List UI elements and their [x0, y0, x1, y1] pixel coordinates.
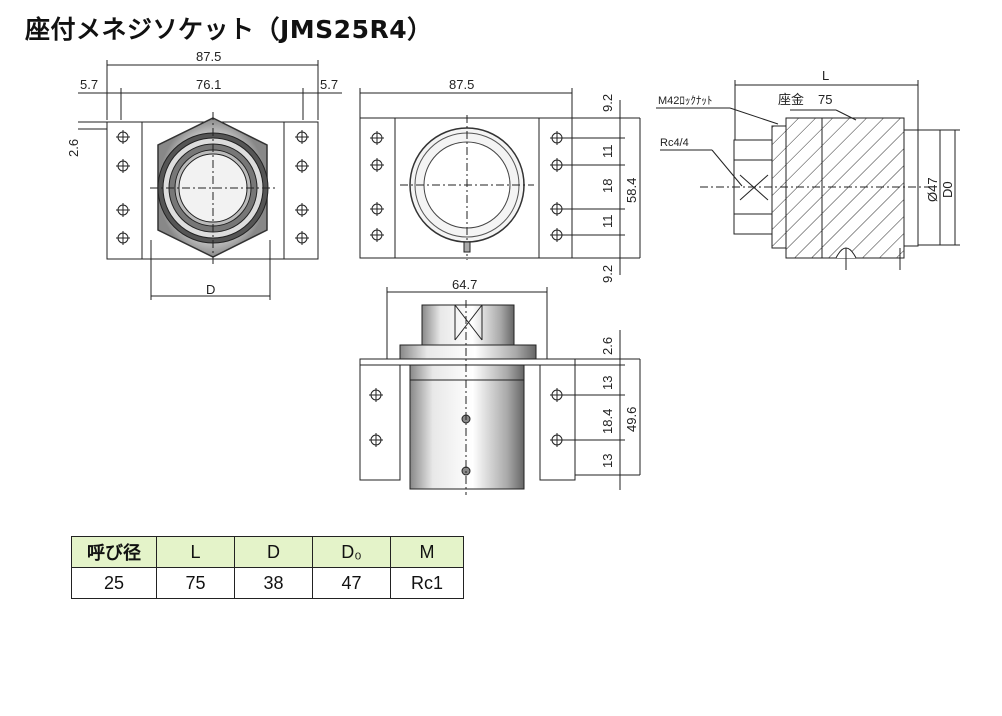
header-d0: D₀	[312, 536, 391, 568]
front-bolt-holes	[116, 130, 309, 245]
dim-bottom-v3: 13	[600, 454, 615, 468]
cell-d: 38	[234, 567, 313, 599]
header-nominal-size: 呼び径	[71, 536, 157, 568]
dim-rear-width: 87.5	[449, 77, 474, 92]
dim-bottom-v1: 13	[600, 376, 615, 390]
dim-bottom-width: 64.7	[452, 277, 477, 292]
spec-table-header: 呼び径 L D D₀ M	[71, 536, 464, 568]
label-thread: Rc4/4	[660, 137, 689, 149]
header-l: L	[156, 536, 235, 568]
dim-side-d0: D0	[940, 181, 955, 198]
dim-bottom-plate: 2.6	[600, 337, 615, 355]
bottom-view	[359, 287, 641, 495]
dim-front-center: 76.1	[196, 77, 221, 92]
dim-front-thickness: 2.6	[66, 139, 81, 157]
dim-side-length: L	[822, 68, 829, 83]
dim-front-width: 87.5	[196, 49, 221, 64]
header-d: D	[234, 536, 313, 568]
dim-rear-top: 9.2	[600, 94, 615, 112]
dim-rear-v1: 11	[600, 145, 615, 159]
rear-view	[359, 88, 641, 275]
cell-nominal-size: 25	[71, 567, 157, 599]
dim-side-base: 75	[818, 92, 832, 107]
front-view	[78, 60, 342, 300]
label-base-washer: 座金	[778, 92, 804, 107]
dim-front-left-offset: 5.7	[80, 77, 98, 92]
label-lock-nut: M42ﾛｯｸﾅｯﾄ	[658, 94, 712, 107]
dim-rear-v3: 11	[600, 215, 615, 229]
cell-l: 75	[156, 567, 235, 599]
dim-rear-v2: 18	[600, 179, 615, 193]
header-m: M	[390, 536, 464, 568]
side-section-view	[656, 80, 960, 270]
dim-front-right-offset: 5.7	[320, 77, 338, 92]
dim-bottom-total: 49.6	[624, 407, 639, 432]
table-row: 25 75 38 47 Rc1	[71, 567, 464, 599]
dim-rear-total: 58.4	[624, 178, 639, 203]
dim-rear-bottom: 9.2	[600, 265, 615, 283]
dim-front-d: D	[206, 282, 215, 297]
dim-bottom-v2: 18.4	[600, 409, 615, 434]
cell-m: Rc1	[390, 567, 464, 599]
spec-table: 呼び径 L D D₀ M 25 75 38 47 Rc1	[71, 536, 464, 599]
page-title: 座付メネジソケット（JMS25R4）	[25, 15, 433, 44]
cell-d0: 47	[312, 567, 391, 599]
dim-side-dia: Ø47	[925, 177, 940, 202]
